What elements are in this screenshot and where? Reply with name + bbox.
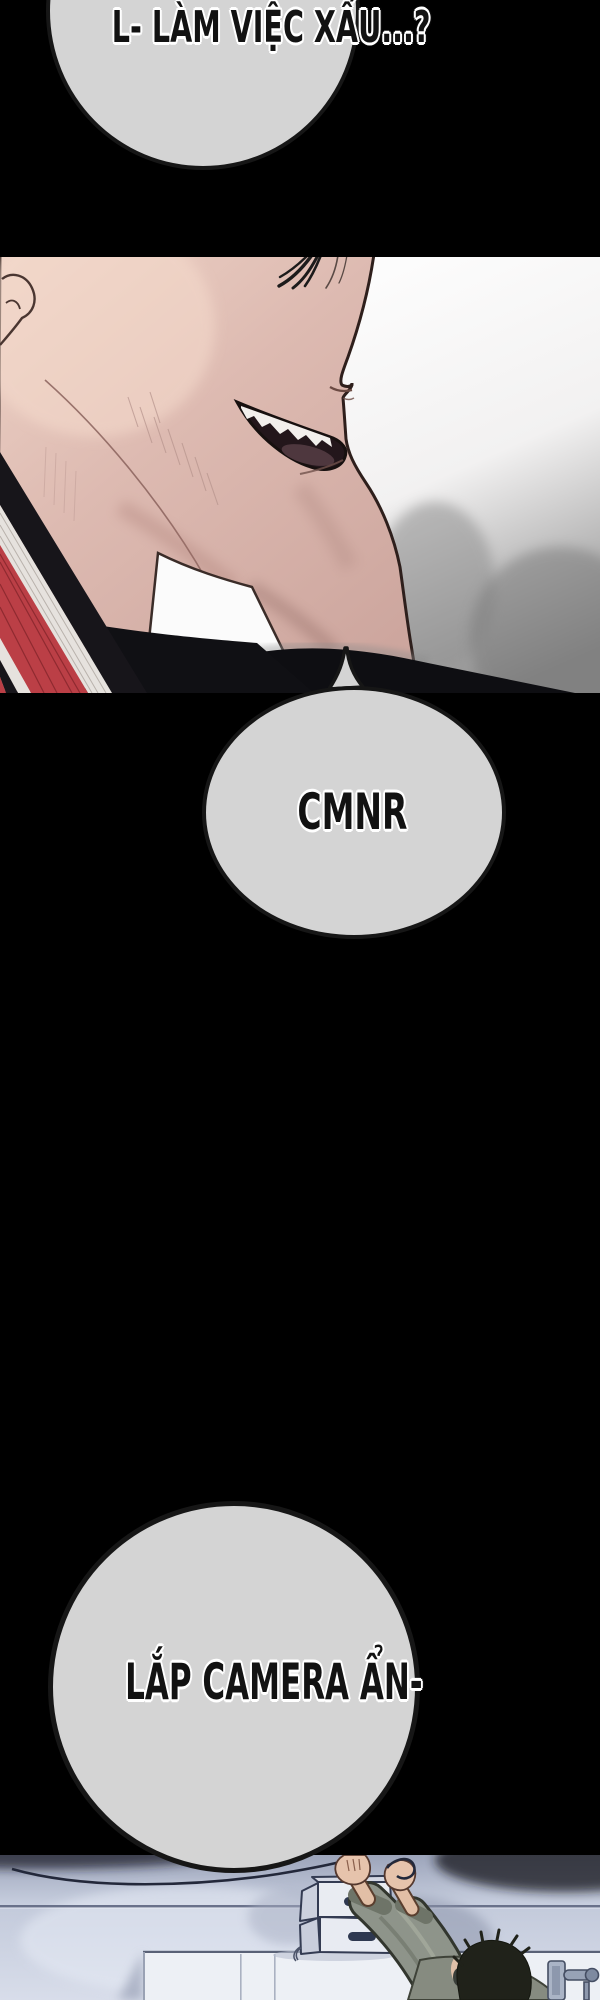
shoulder-dark <box>226 648 575 693</box>
collar-stripes <box>0 452 147 693</box>
speech-text-bottom: LẮP CAMERA ẨN- <box>125 1653 423 1711</box>
head <box>450 1928 532 2000</box>
speech-bubble-bottom <box>48 1501 420 1873</box>
hair-wisps <box>325 257 348 289</box>
face <box>0 257 422 693</box>
right-hand <box>383 1859 417 1892</box>
face-closeup-panel <box>0 257 600 693</box>
nose <box>329 386 355 401</box>
wall-fixture <box>547 1960 600 2000</box>
mouth-interior <box>281 444 335 466</box>
speech-bubble-middle <box>202 686 506 939</box>
eyelashes <box>277 257 322 290</box>
speech-text-top: L- LÀM VIỆC XẤU...? <box>111 2 431 53</box>
room-scene-panel <box>0 1855 600 2000</box>
wire <box>11 1860 341 1886</box>
cable-loop <box>385 1857 416 1880</box>
man-installing-camera <box>334 1855 564 2000</box>
teeth <box>241 406 332 447</box>
mouth <box>233 398 348 471</box>
ear <box>0 273 36 346</box>
box-handle <box>348 1932 376 1941</box>
cable-wisps <box>293 1946 302 1962</box>
left-hand <box>334 1855 372 1886</box>
speech-text-middle: CMNR <box>296 783 408 841</box>
jacket-collar <box>84 625 314 693</box>
